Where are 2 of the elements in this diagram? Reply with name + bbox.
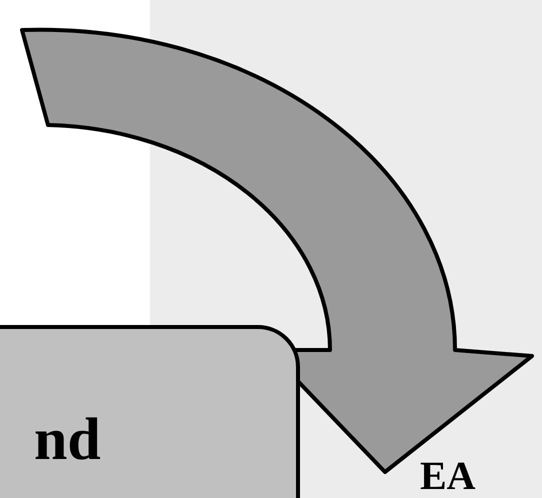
box-text: nd [34,409,101,469]
label-text: EA [420,456,476,496]
